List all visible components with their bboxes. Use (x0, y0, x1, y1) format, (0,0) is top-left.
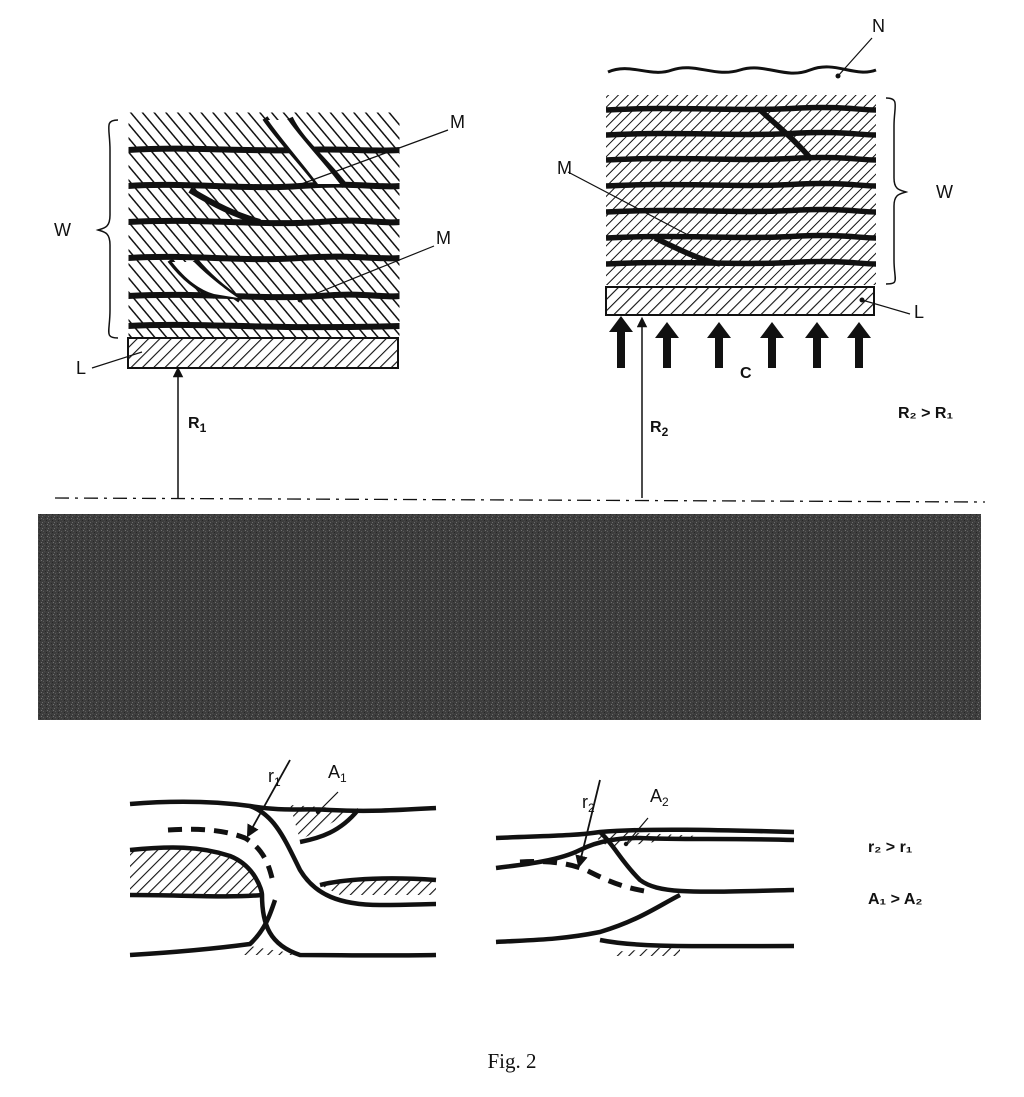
label-r-compare: R₂ > R₁ (898, 405, 953, 422)
detail-right (495, 779, 795, 956)
figure-caption: Fig. 2 (487, 1049, 536, 1073)
label-m-mid: M (436, 228, 451, 248)
roll-drum (38, 514, 981, 720)
label-m-top: M (450, 112, 465, 132)
label-a-compare: A₁ > A₂ (868, 891, 922, 908)
left-base-layer (127, 337, 399, 369)
label-w-left: W (54, 220, 71, 240)
label-r1-small: r1 (268, 766, 281, 789)
label-l-left: L (76, 358, 86, 378)
label-c: C (740, 365, 752, 382)
label-r2: R2 (650, 419, 669, 439)
label-r2-small: r2 (582, 792, 595, 815)
roll-axis-line (54, 497, 986, 503)
left-brace (95, 119, 119, 339)
label-r-small-compare: r₂ > r₁ (868, 839, 913, 856)
right-brace (885, 97, 909, 285)
detail-left (128, 759, 437, 960)
right-base-layer (605, 286, 875, 316)
nip-surface-line (607, 65, 877, 75)
r1-arrow (246, 759, 291, 838)
label-w-right: W (936, 182, 953, 202)
right-fibre-stack (567, 37, 911, 368)
label-a1: A1 (328, 762, 347, 785)
label-l-right: L (914, 302, 924, 322)
pressure-arrows (609, 316, 871, 368)
label-n: N (872, 16, 885, 36)
left-fibre-stack (91, 111, 449, 369)
r2-arrow (575, 779, 601, 869)
label-a2: A2 (650, 786, 669, 809)
label-m-right: M (557, 158, 572, 178)
label-r1: R1 (188, 415, 207, 435)
